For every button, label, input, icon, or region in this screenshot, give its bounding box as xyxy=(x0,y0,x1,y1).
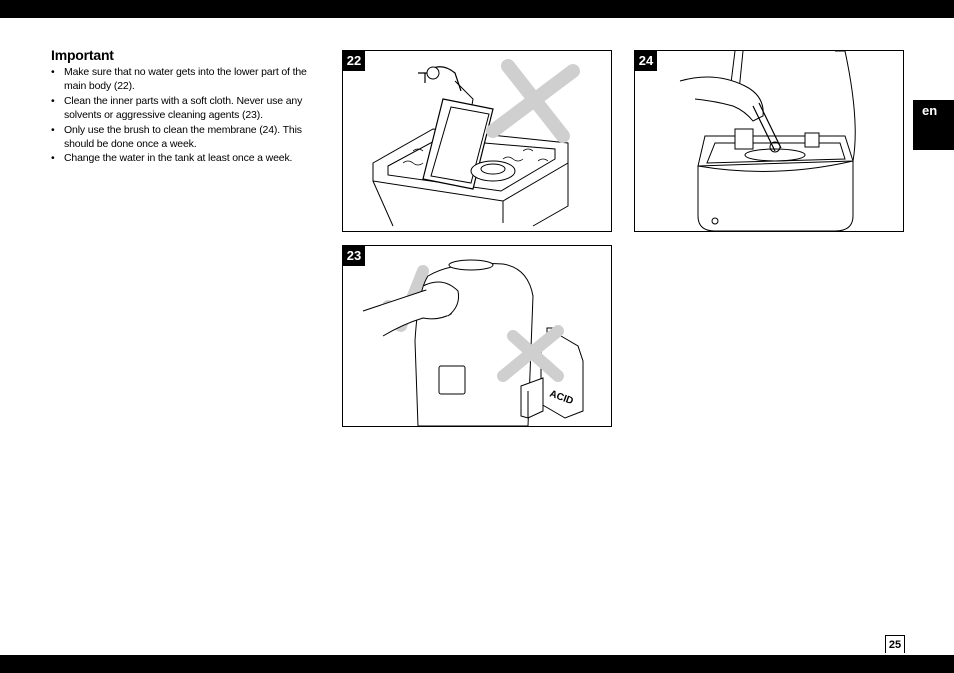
important-section: Important • Make sure that no water gets… xyxy=(51,47,323,166)
instruction-text: main body (22). xyxy=(64,80,135,93)
instruction-text: solvents or aggressive cleaning agents (… xyxy=(64,109,263,122)
instruction-item: • Make sure that no water gets into the … xyxy=(51,65,323,94)
section-title: Important xyxy=(51,47,114,63)
figure-number: 22 xyxy=(343,51,365,71)
language-tab[interactable]: en xyxy=(913,100,954,150)
figure-24-illustration xyxy=(679,51,856,231)
language-tab-label: en xyxy=(922,103,938,118)
top-bar xyxy=(0,0,954,18)
figure-24: 24 xyxy=(634,50,904,232)
instruction-text: Change the water in the tank at least on… xyxy=(64,152,293,165)
instruction-item: • Change the water in the tank at least … xyxy=(51,151,323,165)
bullet: • xyxy=(51,66,55,78)
bullet: • xyxy=(51,152,55,165)
figure-22-illustration xyxy=(372,59,580,227)
figure-number: 24 xyxy=(635,51,657,71)
prohibited-cross-icon xyxy=(486,59,580,143)
figure-23: 23 ACID xyxy=(342,245,612,427)
bottom-bar xyxy=(0,655,954,673)
instruction-item: • Only use the brush to clean the membra… xyxy=(51,123,323,152)
instruction-text: should be done once a week. xyxy=(64,138,197,151)
page-number: 25 xyxy=(885,635,905,653)
figure-number: 23 xyxy=(343,246,365,266)
instruction-list: • Make sure that no water gets into the … xyxy=(51,65,323,166)
bullet: • xyxy=(51,123,55,136)
figure-23-illustration: ACID xyxy=(362,259,584,426)
instruction-item: • Clean the inner parts with a soft clot… xyxy=(51,94,323,123)
instruction-text: Clean the inner parts with a soft cloth.… xyxy=(64,94,303,107)
prohibited-cross-icon xyxy=(497,325,564,382)
figure-22: 22 xyxy=(342,50,612,232)
instruction-text: Only use the brush to clean the membrane… xyxy=(64,123,302,136)
bullet: • xyxy=(51,94,55,107)
instruction-text: Make sure that no water gets into the lo… xyxy=(64,66,307,78)
